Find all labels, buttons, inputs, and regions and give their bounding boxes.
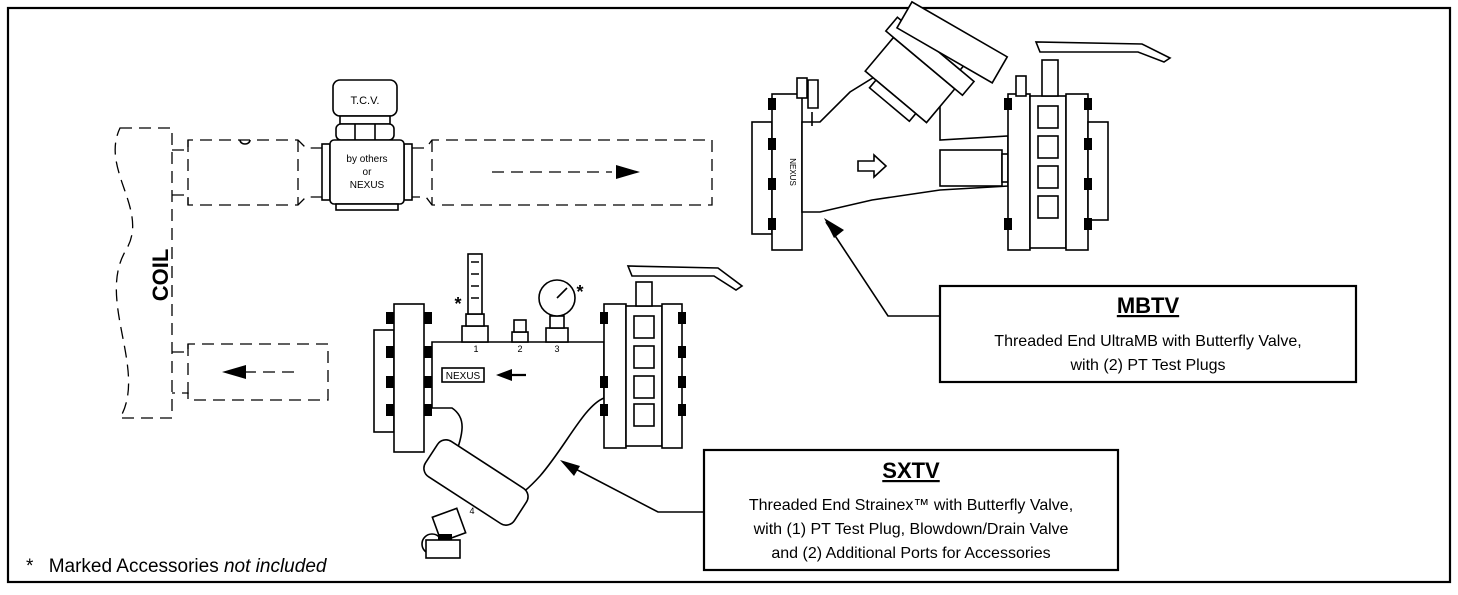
footnote-star: * [26,556,34,577]
footnote: * Marked Accessories not included [26,556,328,577]
sxtv-strainer-cap [423,439,529,526]
supply-flow-arrow-icon [616,165,640,179]
sxtv-thermometer-icon [467,253,483,315]
sxtv-body-label: NEXUS [446,371,481,382]
sxtv-description-line2: with (1) PT Test Plug, Blowdown/Drain Va… [753,521,1069,538]
sxtv-leader [565,463,704,513]
sxtv-asterisk-3: * [576,282,583,302]
sxtv-label-box [702,448,1120,572]
mbtv-title: MBTV [1117,293,1180,318]
mbtv-description-line2: with (2) PT Test Plugs [1069,357,1225,374]
mbtv-leader [825,221,940,317]
sxtv-butterfly-handle-icon [626,265,744,291]
mbtv-body-mark: NEXUS [788,158,797,186]
supply-pipe [172,139,713,206]
sxtv-port-2: 2 [517,344,522,354]
sxtv-blowdown-valve [421,507,467,559]
sxtv-port-4: 4 [469,506,474,516]
tcv-valve [321,79,413,211]
footnote-text: Marked Accessories [49,556,224,577]
sxtv-port-1: 1 [473,344,478,354]
return-flow-arrow-icon [222,365,246,379]
footnote-italic: not included [224,556,328,577]
mbtv-description-line1: Threaded End UltraMB with Butterfly Valv… [994,333,1301,350]
sxtv-description-line1: Threaded End Strainex™ with Butterfly Va… [749,497,1073,514]
mbtv-butterfly-handle-icon [1034,41,1172,63]
coil-label: COIL [148,249,173,302]
sxtv-port-3: 3 [554,344,559,354]
mbtv-valve: NEXUS [751,0,1172,251]
sxtv-left-flange [393,303,425,453]
tcv-label: T.C.V. [351,95,380,107]
mbtv-handwheel [895,0,1009,84]
sxtv-description-line3: and (2) Additional Ports for Accessories [771,545,1050,562]
outer-border [6,6,1452,584]
sxtv-valve [373,253,744,559]
tcv-line3: NEXUS [350,180,385,191]
mbtv-label-box [938,284,1358,384]
sxtv-asterisk-1: * [454,294,461,314]
mbtv-left-flange [771,93,803,251]
tcv-line1: by others [346,154,387,165]
return-pipe [172,343,329,401]
tcv-line2: or [363,167,373,178]
mbtv-flow-arrow-icon [857,153,888,179]
sxtv-flow-arrow-icon [496,369,512,381]
sxtv-body-label-box [441,367,485,383]
sxtv-title: SXTV [882,458,940,483]
